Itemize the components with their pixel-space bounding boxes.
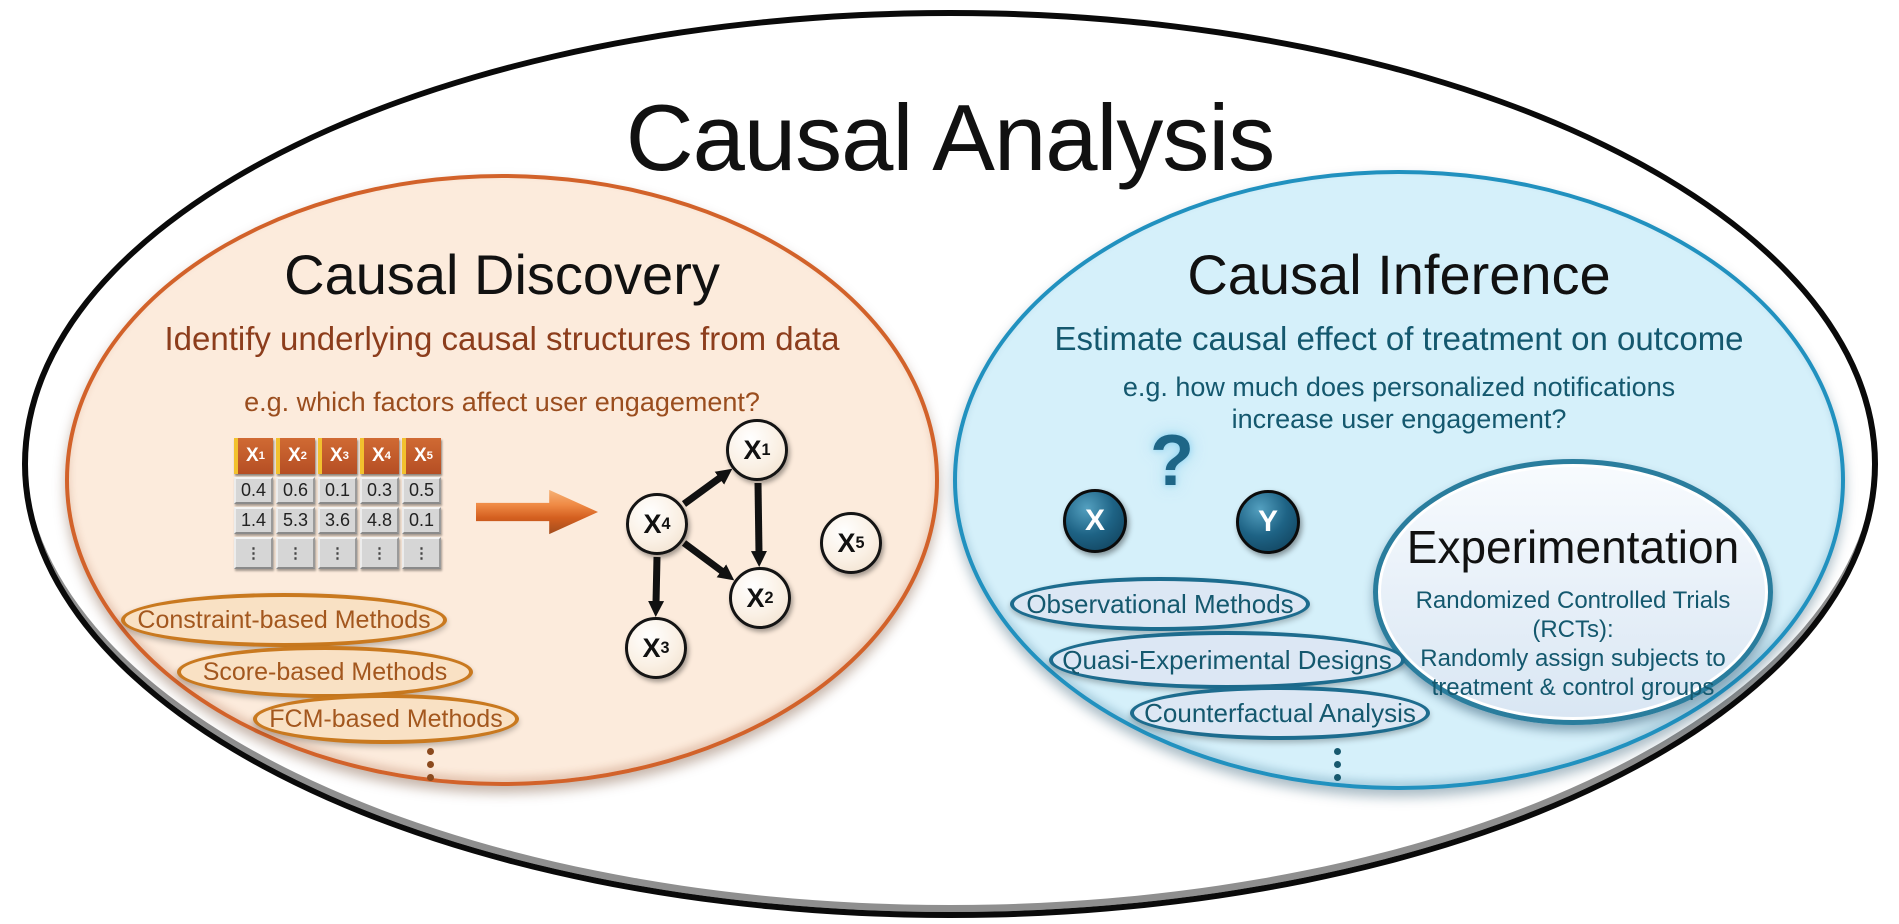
node-label: X bbox=[837, 527, 856, 558]
experimentation-ellipse bbox=[1373, 459, 1773, 725]
method-label: Observational Methods bbox=[1026, 588, 1294, 619]
header-label: X bbox=[287, 445, 301, 466]
table-cell: 0.5 bbox=[402, 477, 441, 504]
table-cell: 0.4 bbox=[234, 477, 273, 504]
experimentation-desc-line: treatment & control groups bbox=[1431, 674, 1715, 701]
method-fcm-based: FCM-based Methods bbox=[253, 694, 519, 744]
discovery-title: Causal Discovery bbox=[284, 243, 720, 306]
method-observational: Observational Methods bbox=[1010, 577, 1310, 631]
treatment-node-x: X bbox=[1063, 489, 1127, 553]
method-label: Score-based Methods bbox=[202, 657, 448, 686]
discovery-example: e.g. which factors affect user engagemen… bbox=[244, 387, 760, 417]
node-label: X bbox=[642, 632, 661, 663]
table-cell: 0.1 bbox=[402, 507, 441, 534]
experimentation-description: Randomized Controlled Trials (RCTs): Ran… bbox=[1398, 586, 1748, 702]
table-cell: 1.4 bbox=[234, 507, 273, 534]
method-label: Quasi-Experimental Designs bbox=[1062, 644, 1392, 675]
more-methods-dots-discovery bbox=[427, 748, 434, 781]
question-mark: ? bbox=[1150, 421, 1194, 501]
method-score-based: Score-based Methods bbox=[177, 646, 473, 698]
header-label: X bbox=[413, 445, 427, 466]
more-methods-dots-inference bbox=[1334, 748, 1341, 781]
table-cell-ellipsis: ⋮ bbox=[360, 537, 399, 569]
node-label: X bbox=[743, 434, 762, 465]
inference-title: Causal Inference bbox=[1187, 243, 1611, 306]
method-counterfactual: Counterfactual Analysis bbox=[1130, 686, 1430, 740]
inference-example-line2: increase user engagement? bbox=[1231, 404, 1567, 434]
method-label: Constraint-based Methods bbox=[137, 605, 431, 634]
node-label: X bbox=[746, 582, 765, 613]
experimentation-title: Experimentation bbox=[1406, 521, 1740, 573]
method-label: FCM-based Methods bbox=[269, 704, 503, 733]
table-cell: 0.3 bbox=[360, 477, 399, 504]
inference-subtitle: Estimate causal effect of treatment on o… bbox=[1054, 320, 1744, 357]
outcome-node-y: Y bbox=[1236, 490, 1300, 554]
table-cell: 0.6 bbox=[276, 477, 315, 504]
header-label: X bbox=[371, 445, 385, 466]
method-quasi-experimental: Quasi-Experimental Designs bbox=[1049, 631, 1405, 689]
table-cell-ellipsis: ⋮ bbox=[402, 537, 441, 569]
discovery-subtitle: Identify underlying causal structures fr… bbox=[164, 320, 840, 357]
header-label: X bbox=[329, 445, 343, 466]
table-cell: 0.1 bbox=[318, 477, 357, 504]
experimentation-desc-line: Randomized Controlled Trials (RCTs): bbox=[1415, 587, 1731, 643]
main-title: Causal Analysis bbox=[625, 85, 1276, 190]
table-cell-ellipsis: ⋮ bbox=[234, 537, 273, 569]
node-label: X bbox=[643, 508, 662, 539]
table-cell: 3.6 bbox=[318, 507, 357, 534]
inference-example-line1: e.g. how much does personalized notifica… bbox=[1122, 372, 1676, 402]
experimentation-desc-line: Randomly assign subjects to bbox=[1420, 645, 1726, 672]
table-cell-ellipsis: ⋮ bbox=[276, 537, 315, 569]
method-label: Counterfactual Analysis bbox=[1144, 697, 1416, 728]
method-constraint-based: Constraint-based Methods bbox=[121, 593, 447, 647]
table-cell-ellipsis: ⋮ bbox=[318, 537, 357, 569]
table-cell: 4.8 bbox=[360, 507, 399, 534]
header-label: X bbox=[245, 445, 259, 466]
table-cell: 5.3 bbox=[276, 507, 315, 534]
